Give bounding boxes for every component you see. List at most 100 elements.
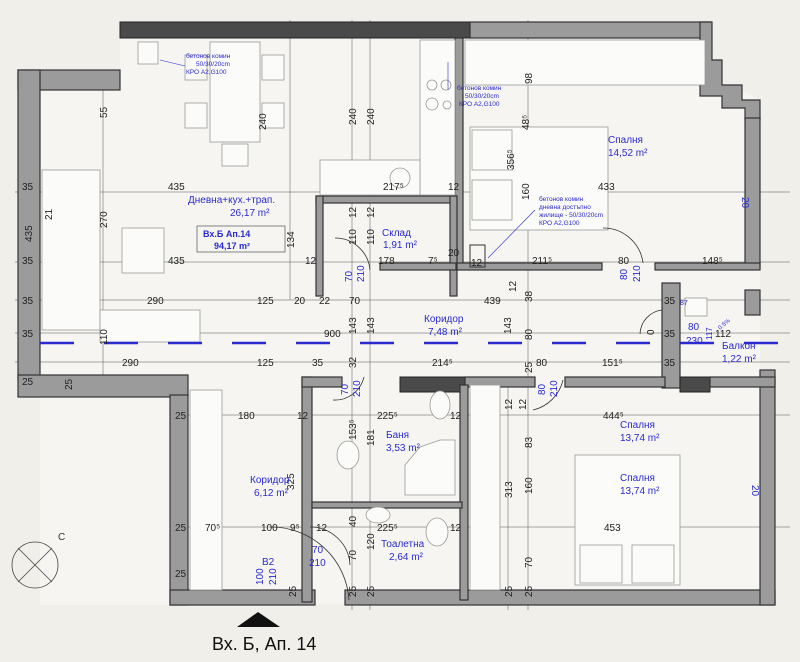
room-area: 13,74 m²: [620, 433, 660, 444]
sofa: [41, 169, 101, 331]
room-name: Коридор: [424, 314, 464, 325]
room-area: 14,52 m²: [608, 148, 648, 159]
dimension-label: 143: [348, 317, 359, 334]
dimension-label: 25: [175, 523, 187, 534]
door-height: 210: [268, 568, 279, 585]
toilet: [425, 517, 449, 547]
note-line: КРО А2,G100: [186, 69, 227, 76]
dimension-label: 120: [366, 533, 377, 550]
dimension-label: 12: [518, 398, 529, 410]
room-area: 3,53 m²: [386, 443, 421, 454]
dimension-label: 12: [316, 523, 328, 534]
tv-stand: [99, 309, 201, 343]
note-line: бетонов комин: [457, 84, 502, 92]
dimension-label: 180: [238, 411, 255, 422]
apartment-summary-box: Вх.Б Ап.14 94,17 m²: [196, 225, 286, 253]
dimension-label: 439: [484, 296, 501, 307]
dimension-label: 80: [524, 328, 535, 340]
dimension-label: 55: [99, 106, 110, 118]
dimension-label: 22: [319, 296, 331, 307]
dimension-label: 435: [168, 256, 185, 267]
north-compass: С: [11, 532, 65, 589]
note-line: бетонов комин: [186, 52, 231, 60]
dimension-label: 217⁵: [383, 182, 404, 193]
room-name: Дневна+кух.+трап.: [188, 195, 275, 206]
note-line: жилище - 50/30/20cm: [539, 212, 603, 219]
entrance-marker: Вх. Б, Ап. 14: [212, 612, 316, 654]
dimension-label: 112: [715, 329, 731, 340]
dimension-label: 70: [349, 296, 361, 307]
room-name: Спалня: [620, 473, 655, 484]
door-height: 210: [632, 265, 643, 282]
svg-text:20: 20: [749, 485, 760, 497]
note-line: 50/30/20cm: [196, 61, 230, 68]
dimension-label: 21: [44, 208, 55, 220]
dimension-label: 325: [286, 473, 297, 490]
dimension-label: 25: [288, 585, 299, 597]
dimension-label: 240: [348, 108, 359, 125]
door-width: 80: [537, 383, 548, 395]
dimension-label: 225⁵: [377, 411, 398, 422]
wardrobe: [464, 39, 706, 86]
dimension-label: 290: [122, 358, 139, 369]
dimension-label: 35: [312, 358, 324, 369]
dimension-label: 35: [22, 182, 34, 193]
compass-label: С: [58, 532, 65, 543]
dimension-label: 270: [99, 211, 110, 228]
dimension-label: 25: [175, 569, 187, 580]
dimension-label: 12: [366, 206, 377, 218]
door-height: 210: [356, 265, 367, 282]
room-name: Тоалетна: [381, 539, 425, 550]
room-name: Спалня: [608, 135, 643, 146]
dimension-label: 211⁵: [532, 256, 552, 267]
dimension-label: 240: [366, 108, 377, 125]
dimension-label: 181: [366, 429, 377, 446]
note-line: КРО А2,G100: [539, 220, 580, 227]
door-height: 210: [309, 558, 326, 569]
toilet: [336, 440, 360, 470]
dimension-label: 12: [448, 182, 460, 193]
dimension-label: 70⁵: [205, 523, 220, 534]
dimension-label: 80: [618, 256, 630, 267]
dimension-label: 110: [99, 329, 110, 345]
dimension-label: 25: [64, 378, 75, 390]
room-area: 2,64 m²: [389, 552, 424, 563]
dimension-label: 7⁵: [428, 256, 438, 267]
walls: [17, 21, 776, 606]
door-swings: [269, 227, 663, 601]
sink: [389, 167, 411, 189]
dimension-label: 12: [471, 258, 483, 269]
room-area: 7,48 m²: [428, 327, 463, 338]
dimension-label: 125: [257, 296, 274, 307]
dimension-label: 110: [366, 229, 377, 245]
dimension-label: 143: [503, 317, 514, 334]
dimension-label: 12: [450, 523, 462, 534]
svg-text:Вх.Б Ап.14: Вх.Б Ап.14: [203, 229, 250, 239]
dimension-label: 433: [598, 182, 615, 193]
dimension-label: 134: [286, 231, 297, 248]
dimension-label: 83: [524, 436, 535, 448]
room-area: 26,17 m²: [230, 208, 270, 219]
dimension-label: 35: [22, 296, 34, 307]
entrance-arrow-icon: [237, 612, 280, 627]
dimension-label: 70: [524, 556, 535, 568]
dimension-label: 35: [664, 329, 676, 340]
dimension-label: 313: [504, 481, 515, 498]
note-line: бетонов комин: [539, 195, 584, 203]
dimension-label: 35: [664, 358, 676, 369]
dimension-label: 35: [22, 329, 34, 340]
svg-text:20: 20: [739, 197, 750, 209]
dimension-label: 153⁵: [348, 419, 359, 440]
dimension-label: 453: [604, 523, 621, 534]
dimension-label: 178: [378, 256, 395, 267]
dimension-label: 25: [504, 585, 515, 597]
dimension-label: 80: [536, 358, 548, 369]
dimension-label: 32: [348, 356, 359, 368]
svg-text:94,17 m²: 94,17 m²: [214, 241, 250, 251]
dimension-label: 12: [504, 398, 515, 410]
room-labels: Дневна+кух.+трап. 26,17 m² Склад 1,91 m²…: [188, 135, 757, 563]
room-name: Коридор: [250, 475, 290, 486]
svg-text:80: 80: [688, 322, 700, 333]
